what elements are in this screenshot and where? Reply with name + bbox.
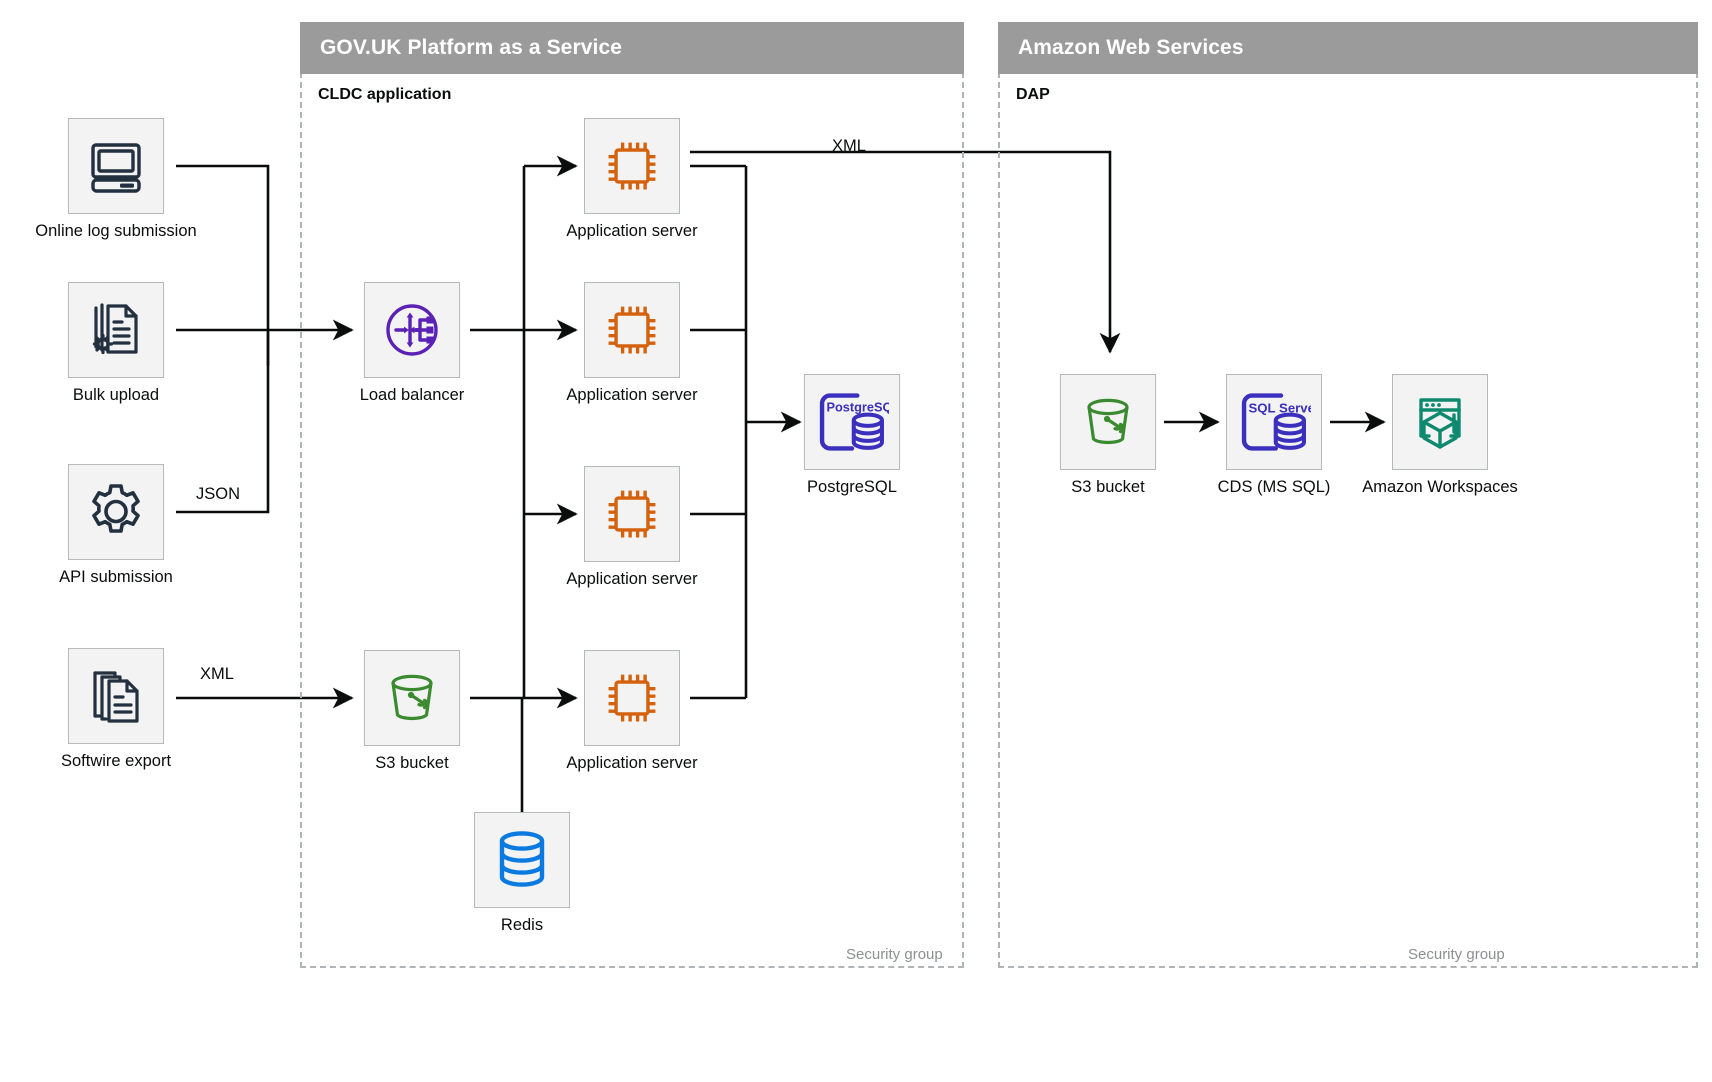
group-header-label: Amazon Web Services [1018, 36, 1244, 59]
sql-server-icon-text: SQL Server [1248, 400, 1311, 415]
tile-app-server-1 [584, 118, 680, 214]
caption-s3-bucket-paas: S3 bucket [375, 754, 449, 772]
caption-app-server-4: Application server [566, 754, 698, 772]
node-app-server-2[interactable]: Application server [566, 282, 698, 404]
node-app-server-4[interactable]: Application server [566, 650, 698, 772]
edge-label-json: JSON [196, 485, 241, 503]
caption-online-log-submission: Online log submission [35, 222, 197, 240]
node-cds-ms-sql[interactable]: SQL Server CDS (MS SQL) [1218, 374, 1330, 496]
node-redis[interactable]: Redis [474, 812, 570, 934]
tile-api-submission [68, 464, 164, 560]
tile-app-server-3 [584, 466, 680, 562]
tile-bulk-upload [68, 282, 164, 378]
workspaces-cube-icon [1419, 398, 1461, 449]
node-online-log-submission[interactable]: Online log submission [35, 118, 197, 240]
database-cylinder-icon [499, 831, 545, 887]
tile-softwire-export [68, 648, 164, 744]
group-header-label: GOV.UK Platform as a Service [320, 36, 622, 59]
edge-label-xml-softwire: XML [200, 665, 234, 683]
tile-app-server-4 [584, 650, 680, 746]
node-amazon-workspaces[interactable]: Amazon Workspaces [1362, 374, 1518, 496]
bucket-icon [391, 674, 433, 721]
cpu-chip-icon [608, 490, 656, 538]
edge-label-xml-dap: XML [832, 137, 866, 155]
tile-load-balancer [364, 282, 460, 378]
tile-s3-bucket-paas [364, 650, 460, 746]
node-api-submission[interactable]: API submission [59, 464, 173, 586]
caption-bulk-upload: Bulk upload [72, 386, 160, 404]
group-header-paas: GOV.UK Platform as a Service [300, 22, 964, 74]
caption-app-server-2: Application server [566, 386, 698, 404]
caption-api-submission: API submission [59, 568, 173, 586]
caption-cds-ms-sql: CDS (MS SQL) [1217, 478, 1331, 496]
caption-app-server-1: Application server [566, 222, 698, 240]
desktop-computer-icon [91, 143, 141, 193]
tile-postgresql: PostgreSQL [804, 374, 900, 470]
cpu-chip-icon [608, 306, 656, 354]
group-subtitle-cldc: CLDC application [318, 86, 452, 103]
documents-stack-icon [93, 671, 139, 723]
group-footer-aws: Security group [1408, 946, 1505, 963]
tile-cds-ms-sql: SQL Server [1226, 374, 1322, 470]
caption-redis: Redis [500, 916, 544, 934]
caption-app-server-3: Application server [566, 570, 698, 588]
postgresql-icon-text: PostgreSQL [826, 399, 889, 414]
cpu-chip-icon [608, 142, 656, 190]
gear-icon [92, 484, 140, 533]
node-app-server-1[interactable]: Application server [566, 118, 698, 240]
node-s3-bucket-paas[interactable]: S3 bucket [364, 650, 460, 772]
caption-load-balancer: Load balancer [359, 386, 465, 404]
document-gear-icon [92, 303, 138, 355]
tile-app-server-2 [584, 282, 680, 378]
group-header-aws: Amazon Web Services [998, 22, 1698, 74]
tile-amazon-workspaces [1392, 374, 1488, 470]
caption-postgresql: PostgreSQL [807, 478, 897, 496]
tile-s3-bucket-aws [1060, 374, 1156, 470]
caption-softwire-export: Softwire export [60, 752, 172, 770]
tile-online-log-submission [68, 118, 164, 214]
group-subtitle-dap: DAP [1016, 86, 1050, 103]
node-postgresql[interactable]: PostgreSQL PostgreSQL [804, 374, 900, 496]
sql-server-icon: SQL Server [1241, 393, 1311, 451]
caption-amazon-workspaces: Amazon Workspaces [1362, 478, 1518, 496]
load-balancer-icon [386, 304, 438, 356]
cpu-chip-icon [608, 674, 656, 722]
node-s3-bucket-aws[interactable]: S3 bucket [1060, 374, 1156, 496]
tile-redis [474, 812, 570, 908]
node-softwire-export[interactable]: Softwire export [61, 648, 171, 770]
node-load-balancer[interactable]: Load balancer [360, 282, 464, 404]
node-bulk-upload[interactable]: Bulk upload [68, 282, 164, 404]
node-app-server-3[interactable]: Application server [566, 466, 698, 588]
bucket-icon [1087, 398, 1129, 445]
postgresql-icon: PostgreSQL [819, 393, 889, 451]
caption-s3-bucket-aws: S3 bucket [1071, 478, 1145, 496]
group-footer-paas: Security group [846, 946, 943, 963]
